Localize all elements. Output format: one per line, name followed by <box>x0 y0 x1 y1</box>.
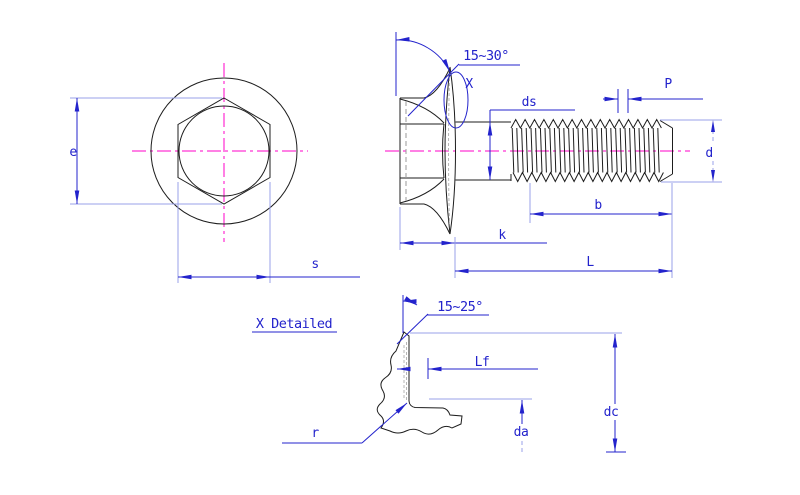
angle-arc-right <box>427 47 451 73</box>
end-chamfer-top <box>659 120 673 129</box>
detail-circle <box>443 71 469 129</box>
head-facet-curve-bottom <box>399 178 445 204</box>
front-view: e s <box>69 63 360 283</box>
flange-detail-outline <box>376 331 463 435</box>
flange-angle-label: 15~25° <box>437 299 483 315</box>
d-arrow-down <box>711 170 715 182</box>
d-arrow-up <box>711 120 715 132</box>
detail-angle-arc-left <box>402 299 417 304</box>
detail-mark-label: X <box>465 77 473 92</box>
side-view: 15~30° X ds P d b k <box>385 32 722 278</box>
thread-crests-bottom <box>512 171 664 183</box>
da-label: da <box>514 425 529 440</box>
flange-cone-face <box>444 66 451 235</box>
hex-outline <box>177 97 271 205</box>
detail-angle-arc-right <box>404 296 418 306</box>
flange-bearing-face <box>449 66 457 235</box>
head-facet-curve-top <box>399 98 445 124</box>
r-leader-arrow <box>361 402 408 444</box>
dc-label: dc <box>604 405 619 420</box>
head-top-silhouette <box>400 67 451 99</box>
flange-shading <box>448 77 450 225</box>
e-label: e <box>69 145 77 160</box>
thread-flanks <box>511 127 660 173</box>
head-cone-boundary <box>442 123 445 179</box>
head-bottom-silhouette <box>400 203 451 235</box>
angle-leg-line <box>407 63 460 117</box>
r-label: r <box>311 426 319 441</box>
detail-title: X Detailed <box>256 316 332 332</box>
angle-arc-left <box>395 36 429 49</box>
thread-crests-top <box>510 118 662 130</box>
Lf-label: Lf <box>475 355 490 370</box>
flange-detail-view: X Detailed 15~25° Lf da dc r <box>252 295 626 453</box>
ds-label: ds <box>522 95 537 110</box>
end-chamfer-bottom <box>659 173 673 182</box>
L-label: L <box>586 255 594 270</box>
b-label: b <box>594 198 602 213</box>
pitch-label: P <box>664 77 672 92</box>
d-label: d <box>705 146 712 161</box>
s-label: s <box>311 257 318 272</box>
chamfer-angle-label: 15~30° <box>463 48 509 64</box>
hex-chamfer-circle <box>178 105 270 197</box>
flange-circle <box>150 77 298 225</box>
k-label: k <box>498 228 506 243</box>
detail-angle-leg <box>396 313 429 345</box>
